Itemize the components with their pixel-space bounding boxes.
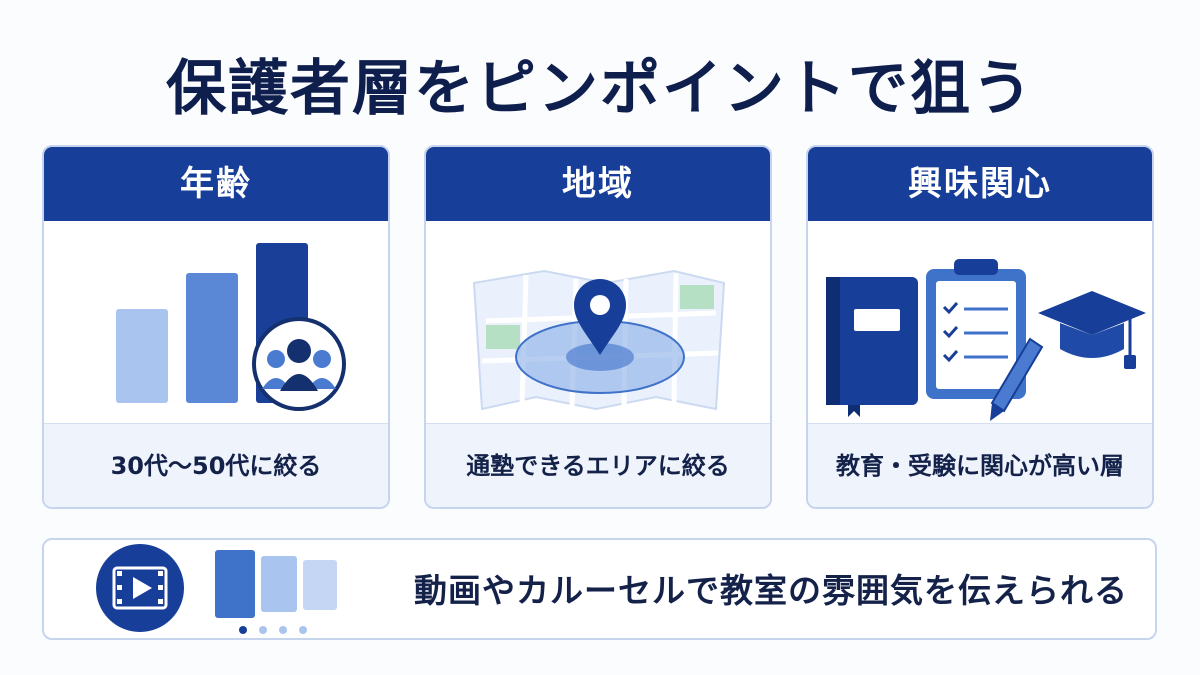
card-interest-caption: 教育・受験に関心が高い層 bbox=[808, 423, 1152, 507]
video-banner-text: 動画やカルーセルで教室の雰囲気を伝えられる bbox=[414, 571, 1128, 610]
book-icon bbox=[826, 277, 918, 417]
card-interest: 興味関心 bbox=[806, 145, 1154, 509]
card-age-caption: 30代〜50代に絞る bbox=[44, 423, 388, 507]
card-region-caption: 通塾できるエリアに絞る bbox=[426, 423, 770, 507]
video-banner: 動画やカルーセルで教室の雰囲気を伝えられる bbox=[42, 538, 1157, 640]
card-region: 地域 通塾できるエリアに絞る bbox=[424, 145, 772, 509]
carousel-dot-4 bbox=[299, 626, 307, 634]
age-bar-2 bbox=[186, 273, 238, 403]
interest-visual bbox=[808, 221, 1152, 427]
carousel-slide-2 bbox=[261, 556, 297, 612]
carousel-slide-3 bbox=[303, 560, 337, 610]
pencil-icon bbox=[990, 337, 1044, 421]
carousel-dot-2 bbox=[259, 626, 267, 634]
graduation-cap-icon bbox=[1038, 291, 1146, 369]
video-carousel-visual bbox=[96, 544, 337, 634]
carousel-slide-1 bbox=[215, 550, 255, 618]
card-age: 年齢 30代〜50代に絞る bbox=[42, 145, 390, 509]
carousel-dot-1 bbox=[239, 626, 247, 634]
card-age-heading: 年齢 bbox=[44, 147, 388, 221]
people-circle bbox=[252, 317, 346, 411]
bar-chart-with-people-icon bbox=[116, 243, 346, 411]
age-visual bbox=[44, 221, 388, 427]
carousel-dot-3 bbox=[279, 626, 287, 634]
region-visual bbox=[426, 221, 770, 427]
education-icons bbox=[826, 259, 1146, 421]
pin bbox=[574, 279, 626, 355]
card-region-heading: 地域 bbox=[426, 147, 770, 221]
age-bar-1 bbox=[116, 309, 168, 403]
map-pin-icon bbox=[472, 269, 726, 411]
page-title: 保護者層をピンポイントで狙う bbox=[166, 54, 1034, 124]
card-interest-heading: 興味関心 bbox=[808, 147, 1152, 221]
clipboard-icon bbox=[926, 259, 1026, 399]
